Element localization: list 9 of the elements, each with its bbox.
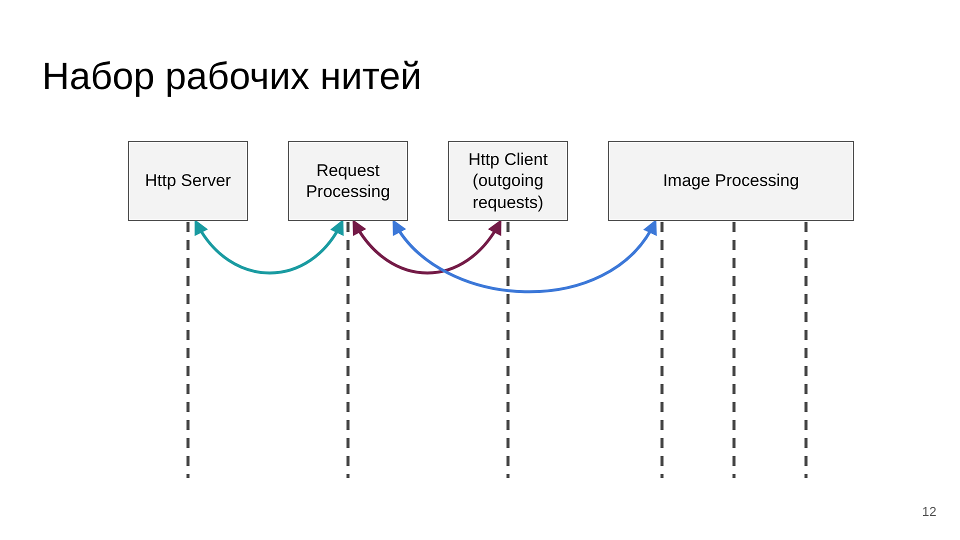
process-box: Http Client (outgoing requests) — [448, 141, 568, 221]
arrow — [352, 219, 502, 274]
arrow — [392, 219, 657, 294]
process-box: Request Processing — [288, 141, 408, 221]
process-box: Image Processing — [608, 141, 854, 221]
page-number: 12 — [922, 504, 936, 519]
process-box: Http Server — [128, 141, 248, 221]
arrow — [194, 219, 344, 274]
slide-title: Набор рабочих нитей — [42, 56, 422, 99]
